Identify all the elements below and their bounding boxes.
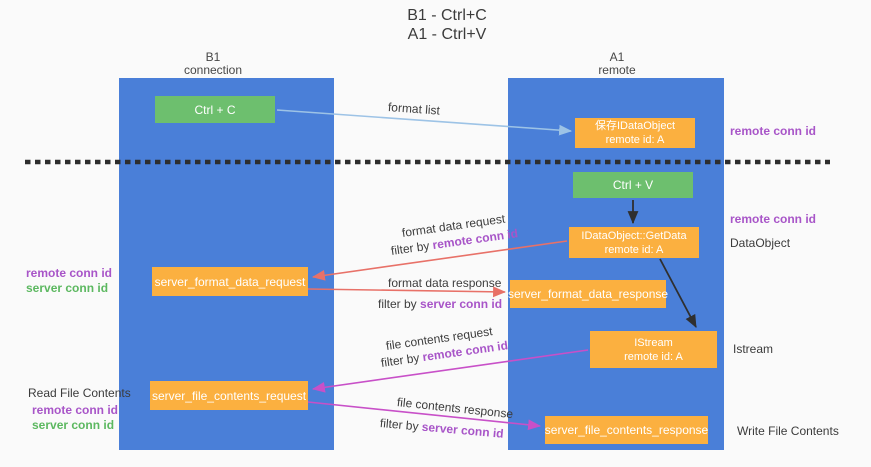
annotation-remote-conn-id-mid: remote conn id [730, 212, 817, 226]
node-server-file-contents-response-label: server_file_contents_response [544, 423, 709, 437]
node-ctrl-c-label: Ctrl + C [194, 102, 236, 117]
annotation-remote-conn-id-top: remote conn id [730, 124, 817, 138]
label-filter-server-conn-id-2: filter by server conn id [379, 416, 504, 441]
node-istream-line1: IStream [634, 336, 673, 349]
node-server-file-contents-request: server_file_contents_request [150, 381, 308, 410]
annotation-left-server-conn-id-bottom: server conn id [32, 418, 115, 432]
node-idataobject-getdata-line1: IDataObject::GetData [581, 229, 687, 242]
annotation-read-file-contents: Read File Contents [28, 386, 131, 400]
node-idataobject-getdata: IDataObject::GetData remote id: A [569, 227, 699, 258]
diagram-title: B1 - Ctrl+C A1 - Ctrl+V [347, 6, 547, 44]
node-server-file-contents-request-label: server_file_contents_request [151, 388, 307, 403]
annotation-dataobject: DataObject [730, 236, 791, 250]
annotation-write-file-contents: Write File Contents [737, 424, 839, 438]
node-server-file-contents-response: server_file_contents_response [545, 416, 708, 444]
filter-key-server-conn-id: server conn id [421, 419, 505, 441]
node-ctrl-v: Ctrl + V [573, 172, 693, 198]
title-line-2: A1 - Ctrl+V [407, 26, 487, 43]
node-save-idataobject-line1: 保存IDataObject [594, 120, 676, 132]
annotation-left-server-conn-id-mid: server conn id [26, 281, 109, 295]
node-server-format-data-request-label: server_format_data_request [154, 274, 306, 289]
node-istream: IStream remote id: A [590, 331, 717, 368]
lane-header-b1: B1 connection [153, 51, 273, 77]
annotation-istream: Istream [733, 342, 774, 356]
filter-key-server-conn-id: server conn id [420, 297, 503, 311]
node-save-idataobject-line2: remote id: A [605, 134, 665, 146]
node-save-idataobject: 保存IDataObject remote id: A [575, 118, 695, 148]
node-istream-line2: remote id: A [624, 350, 683, 363]
filter-by-text: filter by [378, 297, 421, 311]
title-line-1: B1 - Ctrl+C [407, 7, 487, 24]
filter-by-text: filter by [379, 416, 423, 434]
node-idataobject-getdata-line2: remote id: A [604, 243, 664, 256]
node-server-format-data-response-label: server_format_data_response [507, 287, 669, 301]
label-format-data-response: format data response [388, 276, 502, 290]
lane-b1-subtitle: connection [183, 63, 243, 77]
lane-b1-name: B1 [205, 50, 221, 64]
annotation-left-remote-conn-id-bottom: remote conn id [32, 403, 119, 417]
node-server-format-data-response: server_format_data_response [507, 280, 669, 308]
lane-a1-subtitle: remote [598, 63, 636, 77]
lane-a1-name: A1 [609, 50, 625, 64]
label-filter-server-conn-id-1: filter by server conn id [378, 297, 502, 311]
filter-by-text: filter by [390, 238, 434, 258]
lane-header-a1: A1 remote [557, 51, 677, 77]
node-ctrl-v-label: Ctrl + V [612, 178, 654, 192]
node-ctrl-c: Ctrl + C [155, 96, 275, 123]
label-file-contents-response: file contents response [396, 395, 514, 422]
node-server-format-data-request: server_format_data_request [152, 267, 308, 296]
filter-by-text: filter by [380, 350, 424, 370]
label-format-list: format list [387, 100, 441, 118]
annotation-left-remote-conn-id-mid: remote conn id [26, 266, 113, 280]
